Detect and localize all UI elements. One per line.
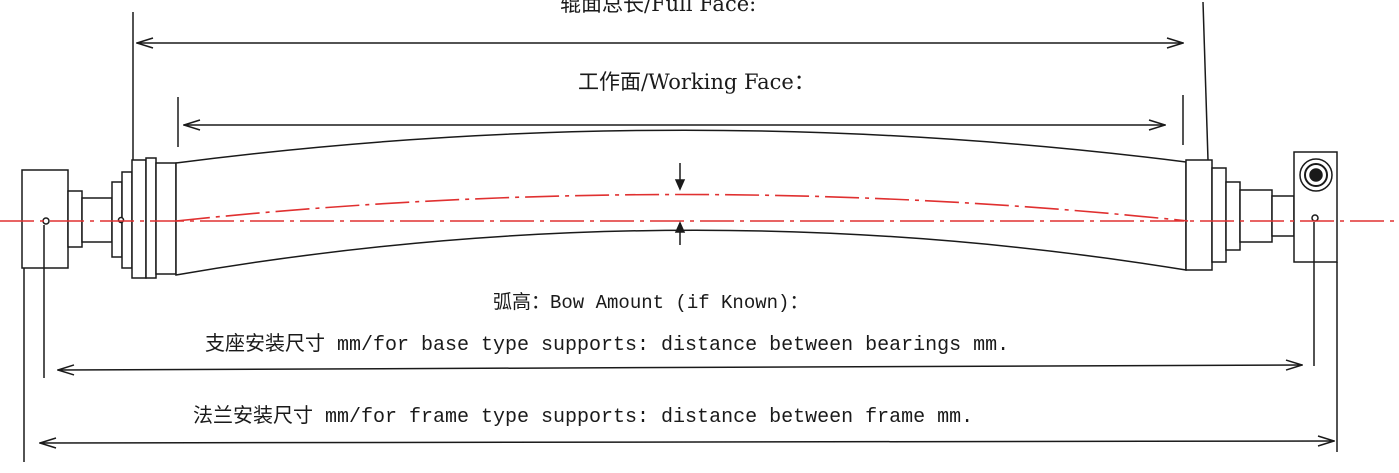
bow-amount-indicator: [674, 163, 686, 245]
bow-amount-label: 弧高：Bow Amount (if Known)：: [493, 292, 809, 314]
base-supports-arrow: [58, 365, 1302, 370]
right-bearing-assembly: [1185, 151, 1338, 271]
right-bearing-hole: [1311, 214, 1319, 222]
working-face-dimension: [177, 95, 1184, 147]
full-face-dimension: [132, 1, 1209, 161]
center-lines: [0, 193, 1399, 222]
full-face-label: 辊面总长/Full Face:: [560, 0, 757, 16]
bow-curve: [175, 193, 1189, 222]
left-bearing-block: [21, 169, 69, 269]
frame-supports-arrow: [40, 441, 1334, 443]
frame-supports-dimension: [23, 262, 1338, 462]
frame-supports-label: 法兰安装尺寸 mm/for frame type supports: dista…: [193, 406, 974, 429]
roll-body: [175, 129, 1187, 276]
working-face-label: 工作面/Working Face：: [578, 70, 815, 94]
base-supports-label: 支座安装尺寸 mm/for base type supports: distan…: [205, 334, 1010, 357]
full-face-extension-right: [1202, 1, 1209, 161]
base-supports-dimension: [43, 222, 1315, 378]
left-bearing-assembly: [21, 157, 177, 279]
